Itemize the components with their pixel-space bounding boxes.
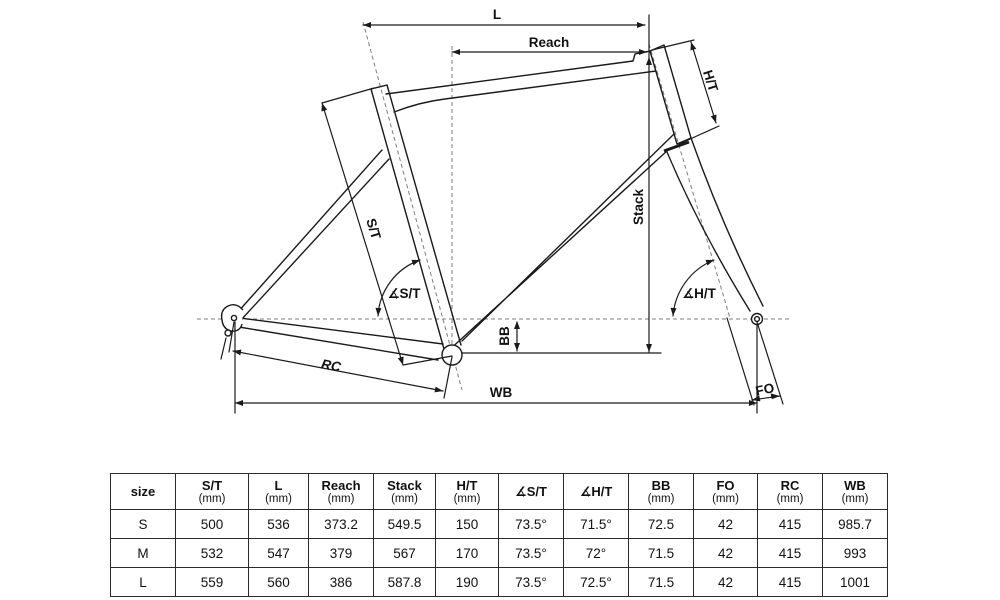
col-header-fork-offset: FO(mm) <box>693 473 758 510</box>
table-cell: 71.5° <box>563 509 629 539</box>
col-header-bb-drop: BB(mm) <box>628 473 694 510</box>
derailleur-hanger <box>220 337 227 360</box>
row-size-l: L 559 560 386 587.8 190 73.5° 72.5° 71.5… <box>110 567 888 597</box>
front-axle <box>753 315 761 323</box>
row-size-s: S 500 536 373.2 549.5 150 73.5° 71.5° 72… <box>110 509 888 539</box>
table-cell: 532 <box>175 538 249 568</box>
dimension-lines <box>228 14 784 414</box>
dim-head-tube-line <box>690 41 717 124</box>
label-head-tube-angle: ∡H/T <box>682 286 717 301</box>
down-tube <box>446 133 675 353</box>
table-cell: 72.5 <box>628 509 694 539</box>
seat-tube-axis-dashed-line <box>362 21 463 391</box>
col-header-seat-angle: ∡S/T <box>498 473 564 510</box>
table-cell: 559 <box>175 567 249 597</box>
table-cell: 72.5° <box>563 567 629 597</box>
table-cell: 71.5 <box>628 567 694 597</box>
col-header-head-tube: H/T(mm) <box>435 473 499 510</box>
table-cell: 71.5 <box>628 538 694 568</box>
col-header-seat-tube: S/T(mm) <box>175 473 249 510</box>
table-cell: 379 <box>308 538 374 568</box>
chain-stays <box>238 317 444 361</box>
label-wheelbase: WB <box>490 385 513 400</box>
label-fork-offset: FO <box>754 380 775 399</box>
table-cell: 170 <box>435 538 499 568</box>
col-header-length: L(mm) <box>248 473 309 510</box>
fork-blade <box>666 137 764 312</box>
table-cell: 42 <box>693 538 758 568</box>
seat-stays <box>236 149 390 321</box>
dimension-labels: L Reach Stack S/T H/T ∡S/T ∡H/T BB RC WB… <box>320 7 776 400</box>
frame-outline <box>220 44 764 366</box>
table-cell: 1001 <box>822 567 888 597</box>
table-cell: 985.7 <box>822 509 888 539</box>
dim-rear-center-line <box>232 350 444 392</box>
steering-axis-extension <box>726 317 755 406</box>
table-cell: 386 <box>308 567 374 597</box>
axle-parallel-line <box>756 321 784 405</box>
label-head-tube: H/T <box>700 68 721 94</box>
size-cell: L <box>110 567 176 597</box>
col-header-wheelbase: WB(mm) <box>822 473 888 510</box>
seat-angle-arc <box>377 259 421 317</box>
table-cell: 567 <box>373 538 436 568</box>
geometry-table: size S/T(mm) L(mm) Reach(mm) Stack(mm) H… <box>110 473 888 597</box>
col-header-size: size <box>110 473 176 510</box>
size-cell: S <box>110 509 176 539</box>
table-cell: 536 <box>248 509 309 539</box>
col-header-rear-center: RC(mm) <box>757 473 823 510</box>
table-cell: 560 <box>248 567 309 597</box>
geometry-diagram: L Reach Stack S/T H/T ∡S/T ∡H/T BB RC WB… <box>197 7 790 414</box>
label-seat-tube: S/T <box>363 217 384 242</box>
col-header-head-angle: ∡H/T <box>563 473 629 510</box>
label-rear-center: RC <box>320 356 342 374</box>
table-cell: 373.2 <box>308 509 374 539</box>
label-reach: Reach <box>529 35 570 50</box>
top-tube <box>385 50 657 113</box>
label-seat-tube-angle: ∡S/T <box>387 286 421 301</box>
row-size-m: M 532 547 379 567 170 73.5° 72° 71.5 42 … <box>110 538 888 568</box>
table-cell: 73.5° <box>498 538 564 568</box>
table-cell: 150 <box>435 509 499 539</box>
rear-axle <box>230 314 238 322</box>
table-cell: 42 <box>693 567 758 597</box>
table-cell: 587.8 <box>373 567 436 597</box>
label-bb-drop: BB <box>497 326 512 346</box>
head-tube <box>649 44 692 145</box>
label-frame-length-l: L <box>493 7 501 22</box>
dim-seat-tube-line <box>321 102 404 366</box>
table-cell: 73.5° <box>498 509 564 539</box>
seat-tube <box>370 84 462 350</box>
label-stack: Stack <box>631 188 646 225</box>
table-cell: 42 <box>693 509 758 539</box>
table-cell: 993 <box>822 538 888 568</box>
table-cell: 415 <box>757 538 823 568</box>
table-cell: 190 <box>435 567 499 597</box>
steering-axis-dashed-line <box>648 43 731 319</box>
table-cell: 549.5 <box>373 509 436 539</box>
header-row: size S/T(mm) L(mm) Reach(mm) Stack(mm) H… <box>110 473 888 510</box>
bottom-bracket-shell <box>441 344 463 366</box>
table-cell: 415 <box>757 567 823 597</box>
table-cell: 500 <box>175 509 249 539</box>
derailleur-hanger-bolt <box>224 329 232 337</box>
col-header-reach: Reach(mm) <box>308 473 374 510</box>
table-cell: 73.5° <box>498 567 564 597</box>
size-cell: M <box>110 538 176 568</box>
table-cell: 547 <box>248 538 309 568</box>
col-header-stack: Stack(mm) <box>373 473 436 510</box>
table-cell: 415 <box>757 509 823 539</box>
table-cell: 72° <box>563 538 629 568</box>
